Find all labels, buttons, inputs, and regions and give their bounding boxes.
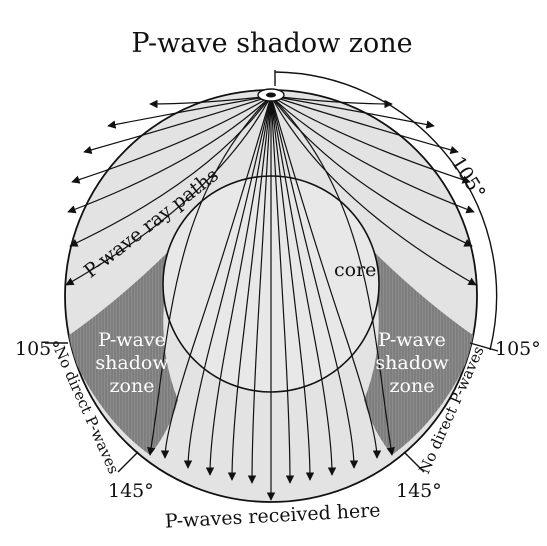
angle-tick-bottom-right <box>403 451 425 473</box>
ray-path <box>83 95 272 154</box>
angle-label-right: 105° <box>495 338 541 360</box>
angle-label-bottom-left: 145° <box>108 480 154 502</box>
core-label: core <box>334 259 376 281</box>
waves-received-label: P-waves received here <box>164 499 381 532</box>
shadow-zone-left-line3: zone <box>110 375 155 397</box>
ray-path <box>247 95 272 484</box>
ray-path <box>270 95 473 247</box>
ray-path <box>149 95 272 109</box>
angle-label-left: 105° <box>15 338 61 360</box>
ray-paths <box>65 95 477 501</box>
ray-path <box>147 95 272 456</box>
ray-path <box>65 95 272 286</box>
shadow-zone-right-area <box>364 245 477 455</box>
earthquake-focus-center-icon <box>266 92 276 98</box>
angle-arc-105 <box>274 71 498 351</box>
ray-path <box>270 95 471 184</box>
ray-path <box>270 95 382 459</box>
shadow-zone-left-line1: P-wave <box>98 329 166 351</box>
ray-path <box>270 95 393 109</box>
shadow-zone-left-area <box>65 245 178 455</box>
ray-path <box>270 95 395 456</box>
diagram-title: P-wave shadow zone <box>131 28 412 59</box>
ray-path <box>270 95 337 476</box>
ray-path <box>69 95 272 247</box>
ray-path <box>270 95 459 154</box>
ray-path <box>270 95 475 214</box>
ray-path <box>67 95 272 214</box>
ray-path <box>205 95 272 476</box>
ray-path <box>71 95 272 184</box>
shadow-zone-right-line2: shadow <box>375 352 449 374</box>
ray-path <box>183 95 272 469</box>
angle-tick-bottom-left <box>117 451 139 473</box>
angle-label-top: 105° <box>447 153 490 203</box>
shadow-zone-right-line3: zone <box>390 375 435 397</box>
ray-path <box>160 95 272 459</box>
shadow-zone-left-line2: shadow <box>95 352 169 374</box>
angle-label-bottom-right: 145° <box>396 480 442 502</box>
ray-path <box>227 95 272 481</box>
angle-tick-right <box>469 342 499 352</box>
ray-path <box>270 95 315 481</box>
ray-path <box>270 95 359 469</box>
ray-path <box>270 95 477 286</box>
shadow-zone-right-line1: P-wave <box>378 329 446 351</box>
ray-path <box>107 95 272 129</box>
ray-path <box>270 95 295 484</box>
